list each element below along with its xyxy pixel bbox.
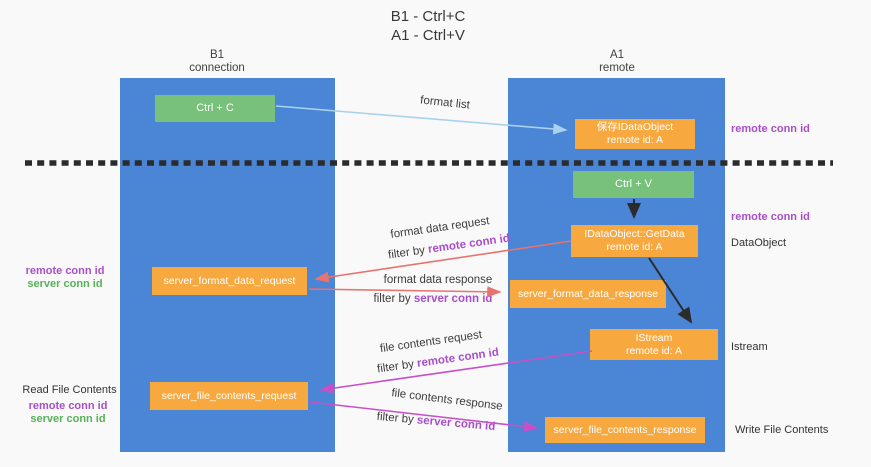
left-server-conn-id-2: server conn id [30,413,106,425]
lane-left-name: B1 [209,49,225,61]
filter-by-server-conn-id-label-1: filter by server conn id [333,293,533,305]
getdata-line1: IDataObject::GetData [584,228,685,240]
ctrl-v-label: Ctrl + V [615,178,652,190]
left-remote-conn-id-1: remote conn id [25,265,105,277]
right-write-file-contents-label: Write File Contents [735,424,829,436]
server-file-contents-response-box: server_file_contents_response [545,417,705,443]
left-read-file-contents-label: Read File Contents [22,384,117,396]
ctrl-v-box: Ctrl + V [573,171,694,198]
server-format-data-response-label: server_format_data_response [517,287,659,300]
filter-by-prefix: filter by [373,293,411,305]
right-istream-label: Istream [731,341,768,353]
left-conn-id-labels-file: remote conn id server conn id [28,400,108,426]
format-data-response-label: format data response [383,274,493,286]
title-line-1: B1 - Ctrl+C [390,8,466,25]
save-dataobject-box: 保存IDataObject remote id: A [575,119,695,149]
server-file-contents-request-box: server_file_contents_request [150,382,308,410]
server-format-data-request-label: server_format_data_request [163,274,296,287]
istream-box: IStream remote id: A [590,329,718,360]
filter-by-value: server conn id [416,414,496,434]
lane-right-name: A1 [609,49,625,61]
right-remote-conn-id-mid: remote conn id [731,211,810,223]
right-remote-conn-id-top: remote conn id [731,123,810,135]
diagram-title: B1 - Ctrl+C A1 - Ctrl+V [328,7,528,45]
filter-by-prefix: filter by [376,358,415,376]
save-dataobject-line1: 保存IDataObject [596,121,674,133]
format-data-response-arrow [308,286,502,298]
filter-by-value: server conn id [413,293,493,305]
server-file-contents-response-label: server_file_contents_response [553,423,697,436]
ctrl-c-label: Ctrl + C [196,102,234,114]
filter-by-value: remote conn id [427,232,511,256]
left-server-conn-id-1: server conn id [27,278,103,290]
istream-line1: IStream [635,331,673,344]
server-format-data-request-box: server_format_data_request [152,267,307,295]
save-dataobject-line2: remote id: A [606,134,664,146]
server-format-data-response-box: server_format_data_response [510,280,666,308]
filter-by-value: remote conn id [416,346,500,370]
filter-by-prefix: filter by [376,410,415,427]
right-dataobject-label: DataObject [731,237,787,249]
lane-left-subtitle: connection [189,62,245,74]
lane-right-subtitle: remote [599,62,635,74]
filter-by-prefix: filter by [387,244,426,262]
left-conn-id-labels-format: remote conn id server conn id [25,265,105,291]
server-file-contents-request-label: server_file_contents_request [161,389,297,402]
getdata-line2: remote id: A [606,241,663,253]
ctrl-c-box: Ctrl + C [155,95,275,122]
lane-right-header: A1 remote [567,49,667,75]
left-remote-conn-id-2: remote conn id [28,400,108,412]
istream-line2: remote id: A [625,344,683,357]
getdata-box: IDataObject::GetData remote id: A [571,225,698,257]
lane-left-header: B1 connection [167,49,267,75]
title-line-2: A1 - Ctrl+V [391,27,465,44]
